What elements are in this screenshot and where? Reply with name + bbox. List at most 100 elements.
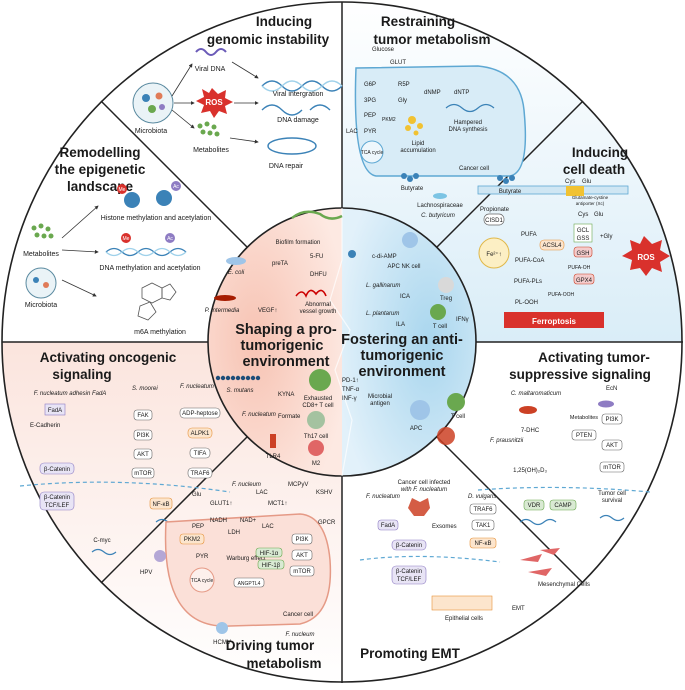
fe-label: Fe²⁺↑ xyxy=(486,251,501,258)
apc-nk-label: APC NK cell xyxy=(387,264,420,270)
section-suppressive: Activating tumor- suppressive signaling … xyxy=(477,350,651,526)
dying-cell-icon xyxy=(437,427,455,445)
emt-fnuc-label: F. nucleatum xyxy=(366,494,400,500)
epi-title-2: the epigenetic xyxy=(55,162,146,177)
exh-label-2: CD8+ T cell xyxy=(302,403,333,409)
death-title-1: Inducing xyxy=(572,145,628,160)
section-genomic-instability: Inducing genomic instability Microbiota … xyxy=(132,14,343,170)
lachno-label: Lachnospiraceae xyxy=(417,203,463,209)
onco-bcat2-label: β-Catenin xyxy=(44,495,70,501)
exosomes-label: Exsomes xyxy=(432,524,457,530)
genomic-microbiota-label: Microbiota xyxy=(135,128,167,135)
pten-label: PTEN xyxy=(576,433,592,439)
adp-label: ADP-heptose xyxy=(182,411,218,417)
mesen-label: Mesenchymal Cells xyxy=(538,582,590,588)
death-butyrate-label: Butyrate xyxy=(499,189,522,195)
restrain-cancer-cell xyxy=(354,65,527,177)
drive-cancer-cell-label: Cancer cell xyxy=(283,612,313,618)
antiporter-label-2: antiporter (Xc) xyxy=(576,201,605,206)
iron-pool xyxy=(478,237,510,269)
dna-repair-label: DNA repair xyxy=(269,163,304,170)
r5p-label: R5P xyxy=(398,82,410,88)
mct-label: MCT1↑ xyxy=(268,501,287,507)
me-badge-2: Me xyxy=(123,236,130,242)
infected-label-1: Cancer cell infected xyxy=(398,480,451,486)
survival-label-2: survival xyxy=(602,498,622,504)
epith-label: Epithelial cells xyxy=(445,616,483,622)
section-restraining-metabolism: Restraining tumor metabolism Glucose GLU… xyxy=(346,14,527,219)
dntp-label: dNTP xyxy=(454,90,469,96)
emt-label: EMT xyxy=(512,606,525,612)
cmyc-label: C-myc xyxy=(93,538,110,544)
section-driving-metabolism: Driving tumor metabolism Glu GLUT1↑ F. n… xyxy=(140,482,336,671)
biofilm-label: Biofilm formation xyxy=(276,240,321,246)
metabolites-icon xyxy=(197,121,220,137)
section-emt: Promoting EMT F. nucleatum Cancer cell i… xyxy=(359,480,590,661)
pep-label: PEP xyxy=(364,113,376,119)
death-ros-icon xyxy=(622,236,670,276)
ros-label: ROS xyxy=(205,98,223,107)
dhfu-label: DHFU xyxy=(310,272,327,278)
drive-pkm2-label: PKM2 xyxy=(184,537,201,543)
ifng-label: IFNγ xyxy=(456,317,469,323)
me-badge-1: Me xyxy=(119,187,126,193)
drive-cancer-cell xyxy=(164,513,332,627)
ac-badge-2: Ac xyxy=(167,236,173,242)
ferroptosis-box xyxy=(504,312,604,328)
emt-nfkb-label: NF-κB xyxy=(475,541,492,547)
genomic-title-2: genomic instability xyxy=(207,32,330,47)
ecoli-label: E. coli xyxy=(228,270,245,276)
survival-label-1: Tumor cell xyxy=(598,491,626,497)
apc-icon xyxy=(410,400,430,420)
hif1b-label: HIF-1β xyxy=(262,563,281,569)
tlr4-icon xyxy=(270,434,276,448)
drive-fnucleum-label: F. nucleum xyxy=(232,482,261,488)
ros-icon xyxy=(196,88,233,118)
camp-label: CAMP xyxy=(554,503,571,509)
dna-repair-icon xyxy=(267,137,317,155)
gcl-label: GCL xyxy=(577,228,590,234)
cisd1-label: CISD1 xyxy=(485,218,503,224)
pufa-ooh-label: PUFA-OOH xyxy=(548,292,575,298)
dnmp-label: dNMP xyxy=(424,90,441,96)
emt-tcf-label: TCF/LEF xyxy=(397,577,422,583)
gpcr-label: GPCR xyxy=(318,520,336,526)
emt-bcat2-label: β-Catenin xyxy=(396,569,422,575)
lgall-label: L. gallinarum xyxy=(366,283,400,289)
emt-fada-label: FadA xyxy=(381,523,395,529)
ila-label: ILA xyxy=(396,322,405,328)
butyrate-label: Butyrate xyxy=(401,186,424,192)
drive-glu-label: Glu xyxy=(192,492,201,498)
cys-label-1: Cys xyxy=(565,179,575,185)
infected-label-2: with F. nucleatum xyxy=(401,487,447,493)
acsl4-label: ACSL4 xyxy=(542,243,562,249)
ica-label: ICA xyxy=(400,294,410,300)
dna-synthesis-label: DNA synthesis xyxy=(448,127,487,133)
nucleosome-icon xyxy=(124,192,140,208)
apc-label: APC xyxy=(410,426,423,432)
nad-label: NAD+ xyxy=(240,518,257,524)
anti-title-2: tumorigenic xyxy=(361,348,444,364)
drive-pep-label: PEP xyxy=(192,524,204,530)
pro-title-2: tumorigenic xyxy=(241,338,324,354)
drive-lac-label: LAC xyxy=(256,490,268,496)
anti-tcell-label: T cell xyxy=(433,324,447,330)
nuclear-envelope xyxy=(19,481,231,493)
glucose-label: Glucose xyxy=(372,47,395,53)
onco-title-2: signaling xyxy=(52,367,111,382)
viral-dna-label: Viral DNA xyxy=(195,66,226,73)
ferroptosis-label: Ferroptosis xyxy=(532,317,577,326)
pro-title-1: Shaping a pro- xyxy=(235,322,337,338)
vegf-label: VEGF↑ xyxy=(258,308,277,314)
fn-fada-label: F. nucleatum adhesin FadA xyxy=(34,391,107,397)
restrain-title-1: Restraining xyxy=(381,14,455,29)
dna-helix-icon xyxy=(261,80,343,92)
pufa-coa-label: PUFA-CoA xyxy=(515,258,544,264)
center-pro: Biofilm formation E. coli preTA 5-FU DHF… xyxy=(205,210,343,467)
glu-label-1: Glu xyxy=(582,179,591,185)
m6a-structure-icon xyxy=(137,282,177,321)
dna-damage-label: DNA damage xyxy=(277,117,319,124)
pyr-label: PYR xyxy=(364,129,377,135)
vessel-icon xyxy=(295,289,327,298)
